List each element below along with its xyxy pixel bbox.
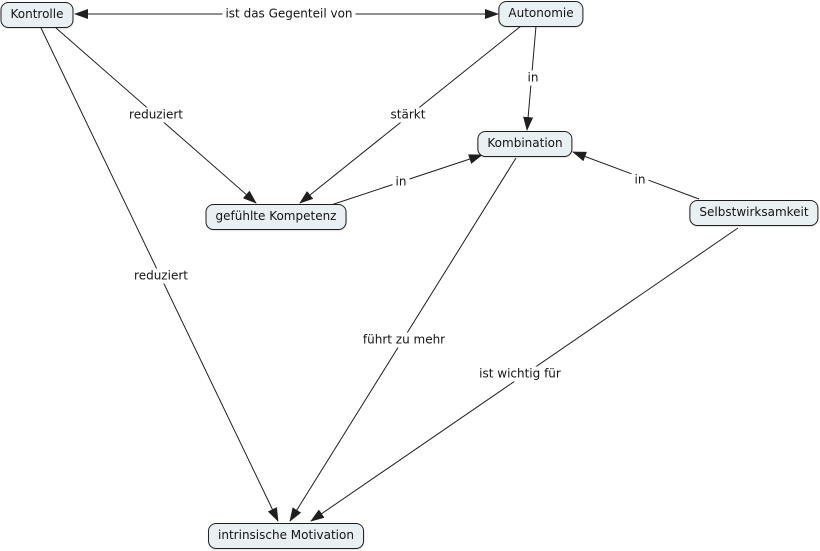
node-autonomie[interactable]: Autonomie — [498, 1, 584, 27]
edge-label-staerkt[interactable]: stärkt — [387, 107, 429, 123]
node-selbstwirksamkeit[interactable]: Selbstwirksamkeit — [689, 200, 819, 226]
edge-label-in-kompetenz[interactable]: in — [392, 174, 410, 190]
node-gefuehlte-kompetenz[interactable]: gefühlte Kompetenz — [205, 204, 347, 230]
edge-label-reduziert-motivation[interactable]: reduziert — [131, 268, 191, 284]
node-kombination[interactable]: Kombination — [477, 131, 573, 157]
edge-label-fuehrt-zu-mehr[interactable]: führt zu mehr — [359, 332, 449, 348]
edge-label-reduziert-kompetenz[interactable]: reduziert — [126, 107, 186, 123]
node-kontrolle[interactable]: Kontrolle — [0, 2, 74, 28]
edge-label-in-autonomie[interactable]: in — [524, 70, 542, 86]
edge-label-in-selbstwirksamkeit[interactable]: in — [631, 172, 649, 188]
edge-label-ist-das-gegenteil-von[interactable]: ist das Gegenteil von — [222, 6, 356, 22]
node-intrinsische-motivation[interactable]: intrinsische Motivation — [208, 523, 364, 549]
edge-label-ist-wichtig-fuer[interactable]: ist wichtig für — [476, 366, 564, 382]
